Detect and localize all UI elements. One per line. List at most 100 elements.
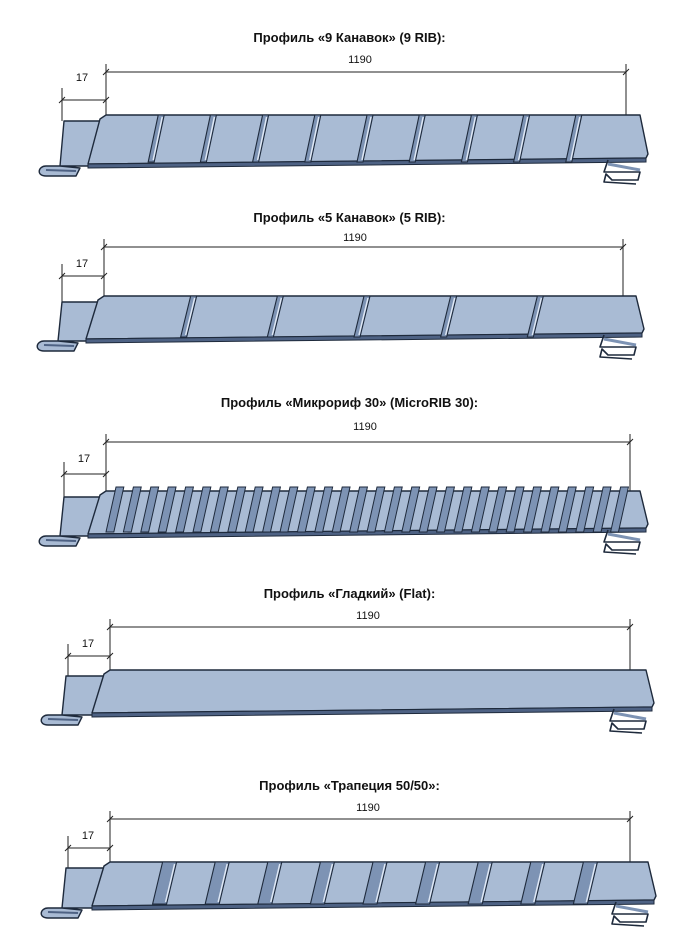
micro-rib [122,486,142,533]
dimension-tick [626,623,634,631]
dimension-small-label: 17 [81,830,95,842]
dimension-tick [619,243,627,251]
micro-rib [279,486,299,533]
right-lock-fill [607,162,641,172]
dimension-tick [64,844,72,852]
micro-rib [366,486,386,533]
micro-rib [401,486,421,533]
dimension-tick [102,470,110,478]
panel-drawing [38,64,649,185]
profile-title: Профиль «Гладкий» (Flat): [263,586,436,601]
micro-rib [609,486,630,533]
micro-rib [522,486,543,533]
micro-rib [453,486,473,533]
profile-9-rib: Профиль «9 Канавок» (9 RIB): 17 1190 [0,0,699,190]
panel-drawing [38,434,649,555]
micro-rib [140,486,160,533]
micro-rib [174,486,195,533]
dimension-tick [622,68,630,76]
micro-rib [244,486,264,533]
rib [572,861,599,905]
micro-rib [331,486,351,533]
dimension-small-label: 17 [81,638,95,650]
micro-rib [209,486,229,533]
dimension-width-label: 1190 [356,610,380,622]
panel-front-edge [87,157,647,169]
rib-highlight [164,863,176,903]
dimension-tick [64,652,72,660]
panel-drawing [40,619,655,734]
rib-highlight [204,116,216,161]
left-lock-edge [45,169,77,172]
micro-rib [575,486,595,533]
micro-rib [348,486,369,533]
dimension-tick [102,96,110,104]
rib-highlight [480,863,491,903]
rib-highlight [358,297,369,336]
right-lock [603,159,641,185]
right-lock [611,901,649,927]
micro-rib [488,486,508,533]
dimension-tick [60,470,68,478]
right-lock-fill [613,711,647,721]
rib-highlight [465,116,477,161]
panel-drawing [36,239,645,360]
rib-highlight [413,116,424,161]
rib-highlight [531,297,543,336]
dimension-tick [106,652,114,660]
rib-highlight [444,297,456,336]
rib [151,861,178,905]
right-lock [609,708,647,734]
left-lock-edge [43,344,75,347]
dimension-tick [100,272,108,280]
left-lock-edge [45,539,77,542]
rib-highlight [184,297,196,336]
dimension-width-label: 1190 [356,802,380,814]
panel-drawing [40,811,657,927]
rib-highlight [270,863,281,903]
micro-rib [418,486,438,533]
rib [467,861,493,905]
right-lock [603,529,641,555]
profile-5-rib: Профиль «5 Канавок» (5 RIB): 17 1190 [0,190,699,375]
micro-rib [592,486,612,533]
dimension-small-label: 17 [77,453,91,465]
rib-highlight [427,863,439,903]
profile-title: Профиль «5 Канавок» (5 RIB): [253,210,446,225]
rib [257,861,283,905]
micro-rib [157,486,177,533]
dimension-tick [106,815,114,823]
micro-rib [261,486,282,533]
profile-title: Профиль «Микрориф 30» (MicroRIB 30): [220,395,479,410]
micro-rib [296,486,316,533]
dimension-tick [626,438,634,446]
dimension-small-label: 17 [75,72,89,84]
rib-highlight [585,863,597,903]
panel-front-edge [91,706,653,718]
rib-highlight [256,116,268,161]
micro-rib [105,486,125,533]
left-lock-edge [47,718,79,721]
rib [520,861,546,905]
right-lock-fill [603,337,637,347]
rib [204,861,230,905]
micro-rib [383,486,403,533]
right-lock-fill [615,904,649,914]
micro-rib [505,486,525,533]
rib-highlight [271,297,283,336]
rib-highlight [375,863,386,903]
dimension-tick [626,815,634,823]
rib-highlight [309,116,320,161]
dimension-tick [102,438,110,446]
panel-face [91,669,655,714]
dimension-tick [106,844,114,852]
profile-trapezoid-50-50: Профиль «Трапеция 50/50»: 17 1190 [0,760,699,948]
micro-rib [470,486,490,533]
right-lock-fill [607,532,641,542]
dimension-tick [106,623,114,631]
dimension-tick [58,96,66,104]
rib-highlight [217,863,228,903]
dimension-small-label: 17 [75,258,89,270]
micro-rib [435,486,456,533]
rib-highlight [322,863,334,903]
